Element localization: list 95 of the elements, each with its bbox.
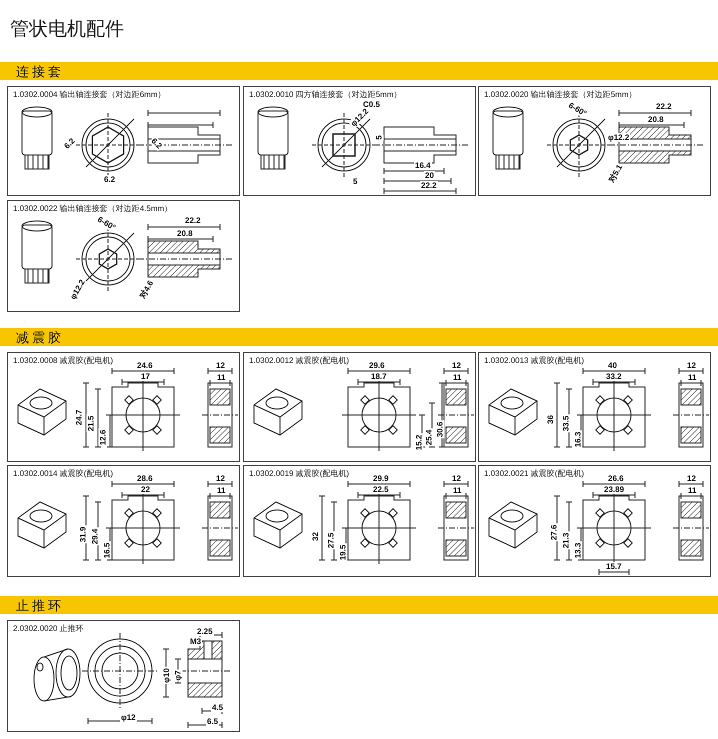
dimension-label: 4.5 bbox=[211, 703, 224, 712]
dimension-label: 6.2 bbox=[103, 175, 116, 184]
product-panel bbox=[7, 620, 240, 732]
dimension-label: 20 bbox=[424, 171, 435, 180]
part-heading: 1.0302.0020 输出轴连接套（对边距5mm） bbox=[484, 89, 636, 100]
dimension-label: 12 bbox=[451, 474, 462, 483]
section-title: 减震胶 bbox=[16, 329, 64, 347]
dimension-label: 26.6 bbox=[607, 474, 625, 483]
dimension-label: 27.5 bbox=[326, 532, 336, 550]
dimension-label: 2.25 bbox=[196, 627, 214, 636]
dimension-label: 20.8 bbox=[176, 229, 194, 238]
dimension-label: 12 bbox=[686, 474, 697, 483]
dimension-label: 11 bbox=[452, 373, 462, 382]
dimension-label: 25.4 bbox=[424, 428, 434, 446]
dimension-label: 21.5 bbox=[86, 414, 96, 432]
dimension-label: 22.2 bbox=[420, 181, 438, 190]
dimension-label: 22.5 bbox=[372, 485, 390, 494]
dimension-label: 29.9 bbox=[372, 474, 390, 483]
dimension-label: 11 bbox=[452, 486, 462, 495]
dimension-label: 32 bbox=[310, 531, 320, 542]
dimension-label: φ12 bbox=[120, 713, 137, 722]
dimension-label: 20.8 bbox=[647, 115, 665, 124]
dimension-label: 21.3 bbox=[561, 532, 570, 550]
dimension-label: 12 bbox=[686, 361, 697, 370]
dimension-label: 15.2 bbox=[414, 434, 424, 452]
dimension-label: 5 bbox=[374, 134, 384, 141]
dimension-label: 24.7 bbox=[74, 408, 84, 426]
dimension-label: 29.4 bbox=[90, 528, 100, 546]
dimension-label: 5 bbox=[352, 177, 358, 186]
dimension-label: 12 bbox=[215, 474, 226, 483]
dimension-label: 16.3 bbox=[573, 430, 582, 448]
dimension-label: 36 bbox=[546, 414, 555, 425]
section-band bbox=[0, 596, 718, 614]
dimension-label: C0.5 bbox=[362, 100, 381, 109]
page-title: 管状电机配件 bbox=[10, 18, 124, 42]
section-title: 连接套 bbox=[16, 63, 64, 81]
dimension-label: M3 bbox=[189, 637, 202, 646]
dimension-label: 19.5 bbox=[338, 544, 348, 562]
section-band bbox=[0, 62, 718, 80]
product-panel bbox=[478, 465, 711, 577]
dimension-label: 11 bbox=[687, 486, 698, 495]
part-heading: 1.0302.0008 减震胶(配电机) bbox=[13, 355, 114, 366]
product-panel bbox=[243, 465, 476, 577]
dimension-label: 11 bbox=[687, 373, 698, 382]
product-panel bbox=[243, 352, 476, 462]
dimension-label: 16.5 bbox=[102, 542, 112, 560]
dimension-label: 27.6 bbox=[549, 524, 558, 542]
dimension-label: 30.6 bbox=[435, 420, 444, 438]
dimension-label: 29.6 bbox=[368, 361, 386, 370]
dimension-label: 22 bbox=[140, 485, 151, 494]
product-panel bbox=[478, 86, 711, 196]
dimension-label: 12.6 bbox=[98, 428, 108, 446]
dimension-label: 22.2 bbox=[655, 102, 673, 111]
part-heading: 1.0302.0004 输出轴连接套（对边距6mm） bbox=[13, 89, 166, 100]
dimension-label: 17 bbox=[140, 372, 151, 381]
part-heading: 1.0302.0010 四方轴连接套（对边距5mm） bbox=[249, 89, 402, 100]
product-panel bbox=[7, 86, 240, 196]
dimension-label: 23.89 bbox=[603, 485, 626, 494]
dimension-label: φ7 bbox=[174, 669, 183, 682]
part-heading: 2.0302.0020 止推环 bbox=[13, 623, 84, 634]
dimension-label: φ10 bbox=[162, 667, 171, 684]
product-panel bbox=[478, 352, 711, 462]
dimension-label: 16.4 bbox=[414, 161, 432, 170]
dimension-label: 24.6 bbox=[136, 361, 154, 370]
product-panel bbox=[7, 465, 240, 577]
dimension-label: 6.2 bbox=[62, 136, 78, 152]
dimension-label: 18.7 bbox=[370, 372, 388, 381]
part-heading: 1.0302.0012 减震胶(配电机) bbox=[249, 355, 350, 366]
product-panel bbox=[243, 86, 476, 196]
dimension-label: 12 bbox=[451, 361, 462, 370]
part-heading: 1.0302.0014 减震胶(配电机) bbox=[13, 468, 114, 479]
dimension-label: 6-60° bbox=[95, 214, 118, 233]
dimension-label: 28.6 bbox=[136, 474, 154, 483]
dimension-label: 11 bbox=[216, 486, 226, 495]
dimension-label: 12 bbox=[215, 361, 226, 370]
product-panel bbox=[7, 352, 240, 462]
dimension-label: 31.9 bbox=[78, 526, 88, 544]
section-title: 止推环 bbox=[16, 597, 64, 615]
dimension-label: 33.5 bbox=[561, 414, 570, 432]
dimension-label: 22.2 bbox=[184, 216, 202, 225]
part-heading: 1.0302.0019 减震胶(配电机) bbox=[249, 468, 350, 479]
dimension-label: φ12.2 bbox=[607, 133, 630, 142]
part-heading: 1.0302.0021 减震胶(配电机) bbox=[484, 468, 584, 479]
part-heading: 1.0302.0022 输出轴连接套（对边距4.5mm） bbox=[13, 203, 172, 214]
part-heading: 1.0302.0013 减震胶(配电机) bbox=[484, 355, 584, 366]
dimension-label: 33.2 bbox=[605, 372, 623, 381]
dimension-label: 6.5 bbox=[206, 717, 220, 726]
product-panel bbox=[7, 200, 240, 312]
dimension-label: 13.3 bbox=[573, 542, 582, 560]
dimension-label: 对4.6 bbox=[137, 278, 156, 301]
dimension-label: 6-60° bbox=[566, 100, 590, 119]
dimension-label: 40 bbox=[607, 361, 618, 370]
dimension-label: 11 bbox=[216, 373, 226, 382]
dimension-label: 15.7 bbox=[605, 562, 623, 571]
section-band bbox=[0, 328, 718, 346]
